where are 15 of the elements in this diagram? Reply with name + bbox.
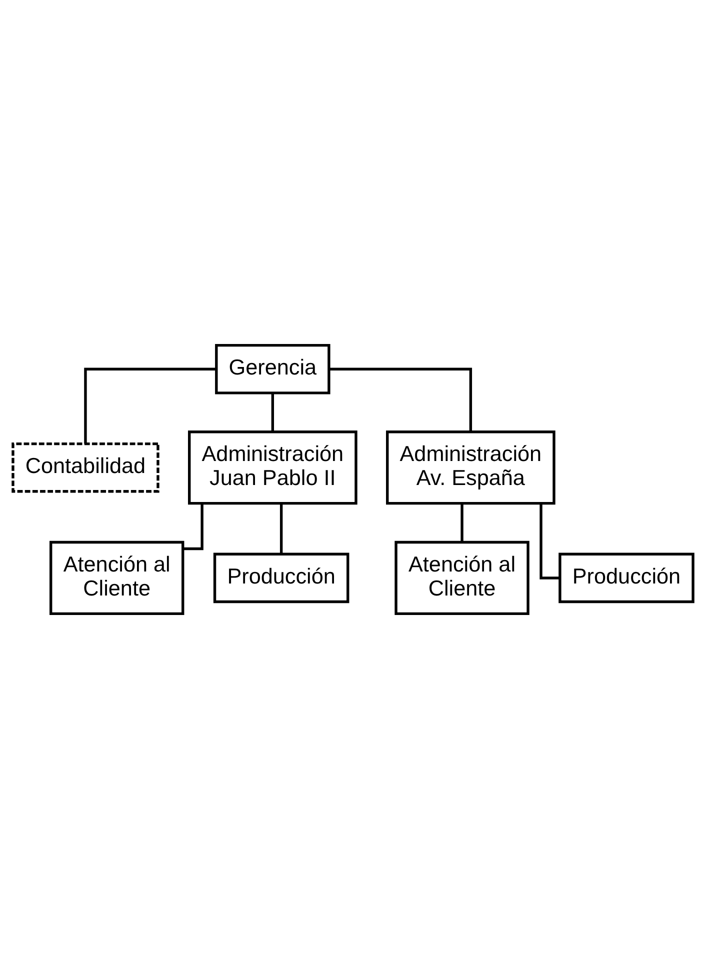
node-box: Producción (213, 552, 350, 603)
connector (540, 502, 560, 579)
node-box: Producción (558, 552, 694, 603)
node-box: Atención al Cliente (394, 540, 530, 615)
connector (84, 367, 216, 444)
connector (271, 392, 274, 432)
node-box: Gerencia (215, 343, 330, 394)
node-box: Administración Av. España (386, 430, 556, 504)
connector (183, 502, 204, 550)
connector (460, 502, 464, 542)
connector (329, 367, 472, 432)
connector (280, 502, 283, 554)
node-box: Administración Juan Pablo II (188, 430, 358, 504)
node-box: Atención al Cliente (50, 540, 184, 615)
node-box: Contabilidad (12, 442, 160, 492)
